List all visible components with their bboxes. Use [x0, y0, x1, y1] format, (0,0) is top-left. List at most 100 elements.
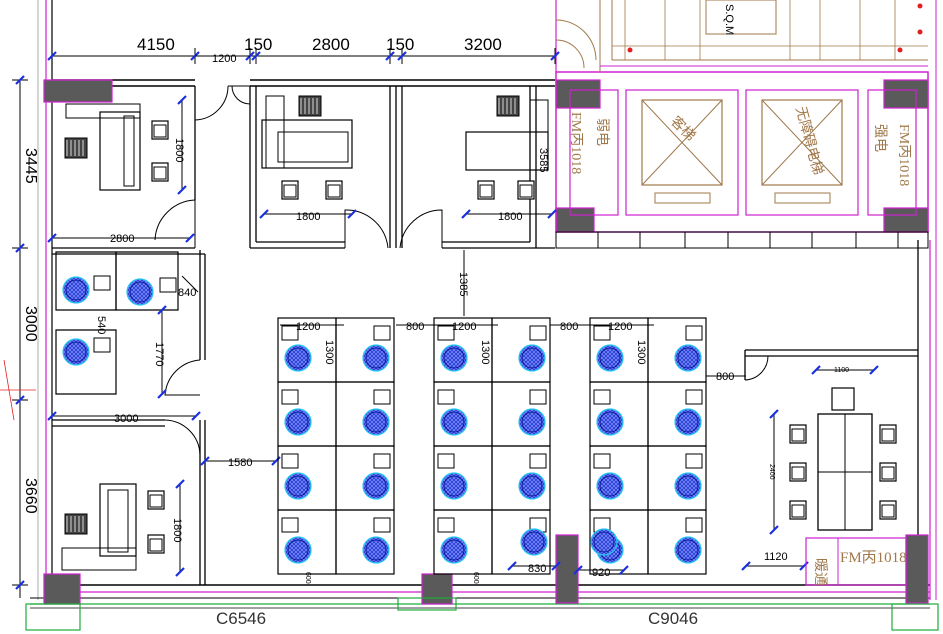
ws-width-1: 1200 [296, 321, 320, 333]
left-dim-1: 3445 [22, 148, 39, 184]
office-chair [674, 408, 702, 436]
aisle-gap-2: 800 [560, 321, 578, 333]
office-chair [674, 536, 702, 564]
ws-dim-lines [280, 250, 746, 377]
top-dim-3: 2800 [312, 35, 350, 54]
cluster-width-dim: 840 [178, 287, 196, 299]
top-dim-1: 4150 [137, 35, 175, 54]
office-chair [518, 344, 546, 372]
top-dim-4: 150 [386, 35, 414, 54]
corridor-dim: 1580 [228, 457, 252, 469]
bottom-right-gap-dim: 1120 [764, 551, 788, 563]
top-dimension-line [46, 48, 561, 64]
workstation-desk [491, 509, 551, 575]
accessible-elevator-label: 无障碍电梯 [792, 105, 826, 177]
office-chair [518, 472, 546, 500]
windows [25, 597, 939, 631]
bottom-gap-lines [506, 560, 630, 576]
door-top-dim: 1200 [212, 53, 236, 65]
aisle-gap-3: 800 [716, 371, 734, 383]
ws-width-3: 1200 [608, 321, 632, 333]
office-left-desk-dim: 1800 [173, 138, 185, 162]
weak-power-label: 弱电 [594, 118, 610, 146]
desk-pedestal [685, 325, 703, 341]
elevator-label: 客梯 [667, 113, 699, 145]
cluster-height-dim: 1770 [153, 342, 165, 366]
office-chair [284, 408, 312, 436]
ws-depth-2: 1300 [479, 340, 491, 364]
left-dim-3: 3660 [22, 478, 39, 514]
ws-width-2: 1200 [452, 321, 476, 333]
top-dim-2: 150 [244, 35, 272, 54]
window-label-left: C6546 [216, 609, 266, 628]
desk-pedestal [593, 453, 611, 469]
bottom-small-dim-b: 600 [472, 572, 479, 584]
desk-pedestal [281, 453, 299, 469]
desk-pedestal [373, 325, 391, 341]
office-chair [674, 472, 702, 500]
office-bottom-desk-dim: 1800 [171, 518, 183, 542]
doors [154, 85, 769, 456]
gap-b-dim: 920 [592, 567, 610, 579]
fire-door-label-right: FM丙1018 [896, 124, 911, 186]
desk-pedestal [373, 389, 391, 405]
office-chair [520, 528, 548, 556]
office-chair [284, 472, 312, 500]
desk-pedestal [593, 325, 611, 341]
desk-pedestal [373, 517, 391, 533]
hvac-label: 暖通 [812, 558, 828, 586]
bottom-small-dim-a: 600 [304, 572, 311, 584]
desk-pedestal [281, 389, 299, 405]
desk-pedestal [437, 517, 455, 533]
workstation-desk [647, 509, 707, 575]
desk-pedestal [373, 453, 391, 469]
desk-pedestal [529, 325, 547, 341]
desk-pedestal [437, 389, 455, 405]
aisle-gap-1: 800 [406, 321, 424, 333]
desk-pedestal [529, 453, 547, 469]
meeting-table-width-dim: 1100 [834, 367, 849, 374]
office-chair [362, 472, 390, 500]
office-chair [590, 528, 618, 556]
unit-label: S.Q.M [723, 4, 735, 35]
desk-pedestal [685, 389, 703, 405]
columns [43, 79, 929, 605]
meeting-room-right [460, 95, 558, 220]
hvac-room [805, 537, 907, 586]
office-chair [362, 344, 390, 372]
workstation-area [277, 317, 707, 575]
meeting-room-left [258, 95, 358, 220]
strong-power-label: 强电 [872, 124, 888, 152]
walls [30, 0, 937, 609]
office-chair [440, 536, 468, 564]
cluster-depth-dim: 540 [95, 316, 107, 334]
office-chair [440, 408, 468, 436]
office-chair [440, 472, 468, 500]
desk-pedestal [593, 389, 611, 405]
meeting-left-desk-dim: 1800 [296, 211, 320, 223]
right-room-depth-dim: 3585 [537, 148, 549, 172]
office-chair [284, 344, 312, 372]
desk-pedestal [281, 517, 299, 533]
gap-a-dim: 830 [528, 563, 546, 575]
core-area [555, 0, 929, 249]
office-mid-width-dim: 2800 [110, 233, 134, 245]
desk-pedestal [437, 453, 455, 469]
left-dimension-line [0, 74, 36, 598]
top-dim-5: 3200 [464, 35, 502, 54]
office-chair [674, 344, 702, 372]
office-chair [518, 408, 546, 436]
office-top-left-furniture [64, 94, 188, 196]
aisle-vertical-dim: 1385 [457, 272, 469, 296]
office-chair [596, 344, 624, 372]
office-chair [596, 472, 624, 500]
office-chair [362, 536, 390, 564]
office-chair [362, 408, 390, 436]
fire-door-label-left: FM丙1018 [568, 112, 583, 174]
office-middle-left [46, 232, 199, 400]
hvac-door-label: FM丙1018 [840, 550, 907, 566]
meeting-room-lower-right [740, 364, 897, 572]
desk-pedestal [529, 389, 547, 405]
office-chair [284, 536, 312, 564]
